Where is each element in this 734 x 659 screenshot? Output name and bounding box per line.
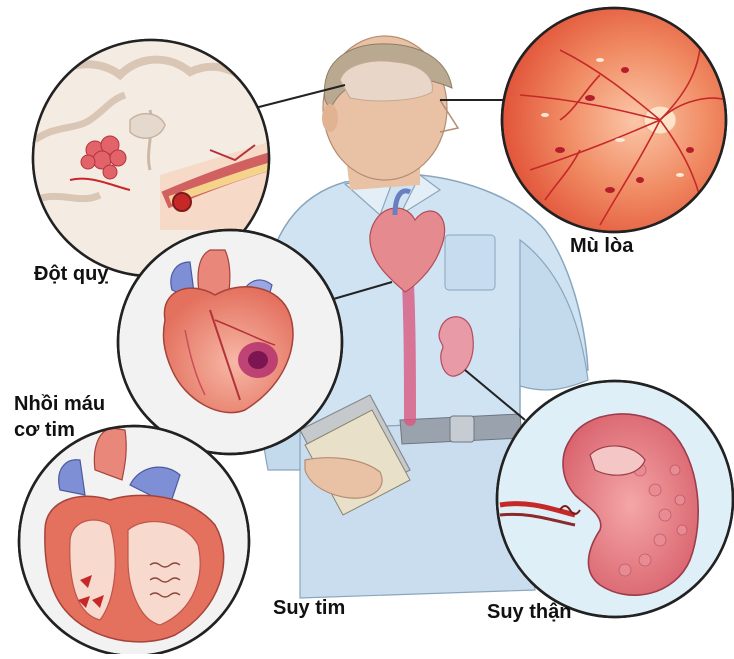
- retina-circle: [502, 8, 726, 232]
- kidney-circle: [497, 381, 733, 617]
- label-kidney-failure: Suy thận: [487, 600, 571, 625]
- heart-circle: [118, 230, 342, 454]
- label-heart-failure: Suy tim: [273, 596, 345, 621]
- label-infarction-line2: cơ tim: [14, 418, 75, 443]
- label-blindness: Mù lòa: [570, 234, 633, 259]
- label-stroke: Đột quỵ: [34, 262, 108, 287]
- label-infarction-line1: Nhồi máu: [14, 392, 105, 417]
- heart-section-circle: [19, 426, 249, 654]
